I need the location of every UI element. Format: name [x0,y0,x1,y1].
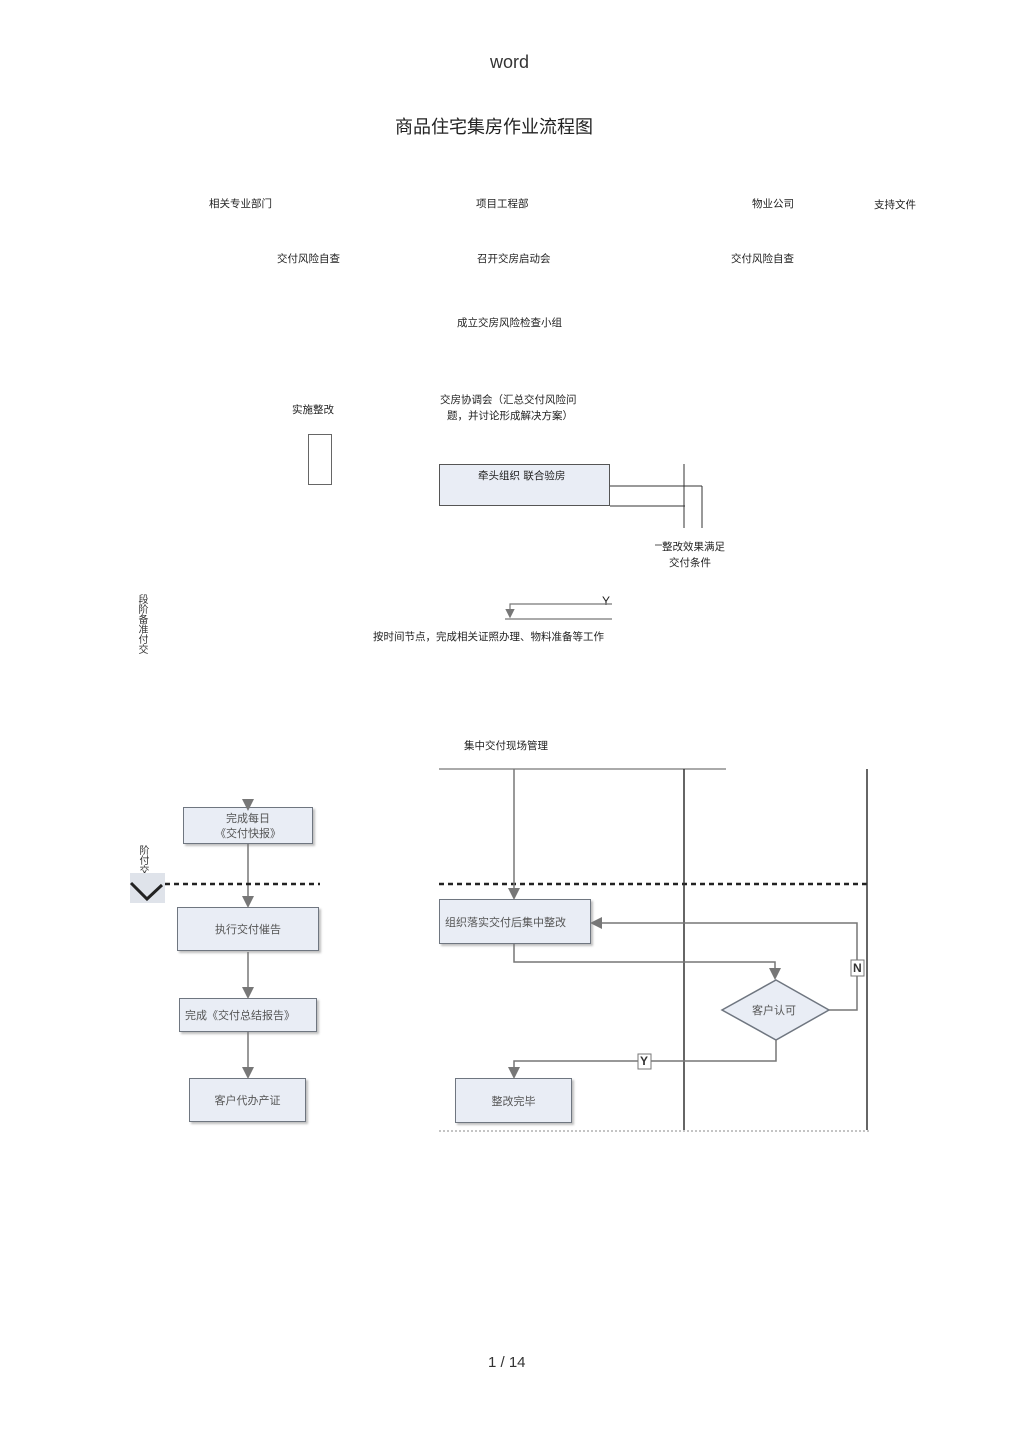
kickoff-meeting: 召开交房启动会 [477,253,551,265]
implement-rectification: 实施整改 [292,404,334,416]
rectify-done-box: 整改完毕 [455,1078,572,1123]
joint-inspection-box [439,464,610,506]
coordination-meeting-line1: 交房协调会（汇总交付风险问 [440,394,577,406]
column-header-property-company: 物业公司 [752,198,794,210]
no-label: N [853,961,862,975]
daily-report-line2: 《交付快报》 [215,826,281,840]
org-rectify-box: 组织落实交付后集中整改 [439,899,591,944]
org-rectify-label: 组织落实交付后集中整改 [445,915,566,929]
document-title: 商品住宅集房作业流程图 [395,117,593,138]
coordination-meeting-line2: 题，并讨论形成解决方案） [447,410,573,422]
set-up-inspection-team: 成立交房风险检查小组 [457,317,562,329]
risk-self-check-right: 交付风险自查 [731,253,794,265]
rectify-done-label: 整改完毕 [491,1094,536,1108]
onsite-management: 集中交付现场管理 [464,740,548,752]
daily-report-line1: 完成每日 [226,811,270,825]
yes-label: Y [640,1054,649,1068]
rectify-effect-line1: 整改效果满足 [662,541,725,553]
stage-label-vertical-2: 阶付交 [137,845,148,875]
page-number: 1 / 14 [488,1354,526,1371]
yes-label-top: Y [602,594,611,608]
execute-notice-box: 执行交付催告 [177,907,319,951]
rectify-small-box [308,434,332,485]
summary-report-label: 完成《交付总结报告》 [185,1009,295,1022]
property-cert-box: 客户代办产证 [189,1078,306,1122]
no-loop-arrow [590,917,858,1011]
page-header: word [490,52,530,72]
stage-tab [130,873,165,903]
column-header-supporting-docs: 支持文件 [874,199,916,211]
customer-accept-label: 客户认可 [752,1004,796,1017]
column-header-related-departments: 相关专业部门 [209,198,272,210]
execute-notice-label: 执行交付催告 [215,923,281,936]
column-header-project-engineering: 项目工程部 [476,198,529,210]
joint-inspection-label: 牵头组织 联合验房 [478,470,566,482]
check-mark-icon [129,881,164,902]
prepare-work-note: 按时间节点，完成相关证照办理、物料准备等工作 [373,631,604,643]
daily-report-box: 完成每日 《交付快报》 [183,807,313,844]
stage-label-vertical: 段阶备准付交 [136,594,147,654]
yes-arrow-top [505,603,612,619]
rectify-effect-line2: 交付条件 [669,557,711,569]
property-cert-label: 客户代办产证 [214,1094,281,1107]
risk-self-check-left: 交付风险自查 [277,253,340,265]
